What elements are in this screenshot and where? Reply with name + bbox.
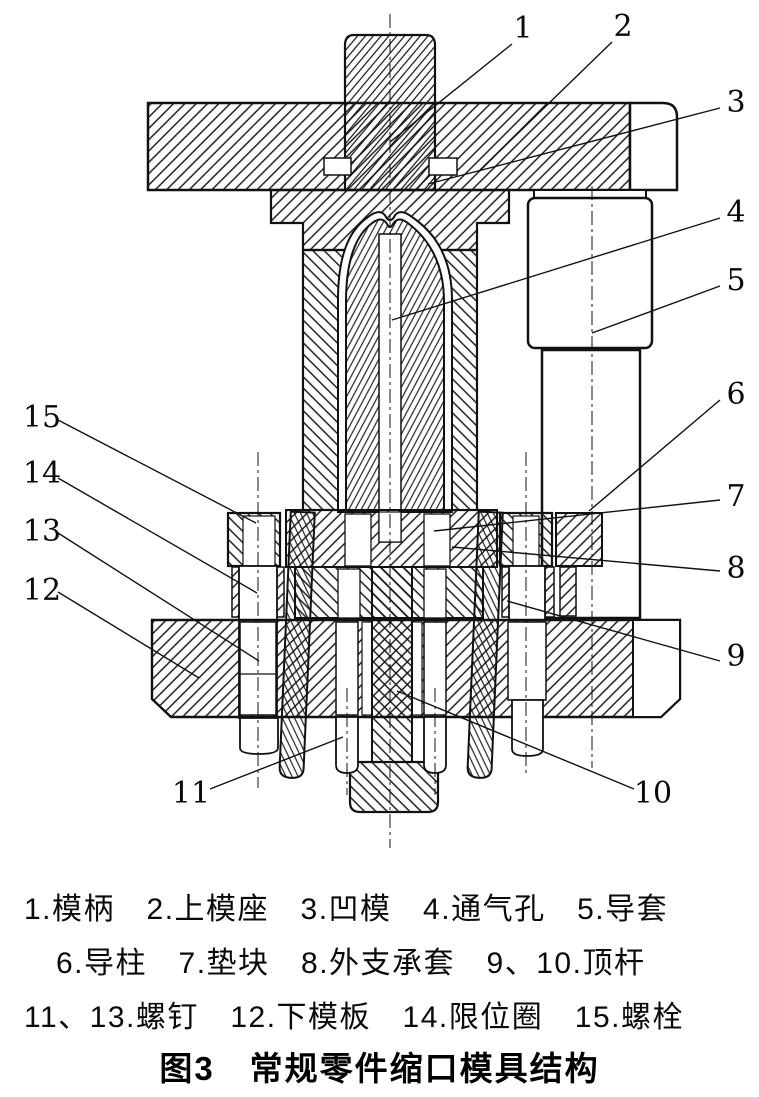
leader-lines bbox=[57, 41, 721, 790]
die-section-drawing: 1 2 3 4 5 6 7 8 9 10 11 12 13 14 15 bbox=[23, 9, 746, 848]
ejector-channel bbox=[423, 513, 451, 567]
bolt-socket bbox=[242, 515, 276, 567]
callout-13: 13 bbox=[23, 514, 61, 549]
axis-lines bbox=[257, 14, 593, 848]
shank-recess-right bbox=[428, 157, 458, 176]
shank-recess-left bbox=[323, 157, 352, 176]
guide-sleeve-seat-end bbox=[628, 101, 679, 192]
callout-4: 4 bbox=[726, 195, 745, 230]
ejector-rod-10-head bbox=[348, 760, 440, 814]
callout-14: 14 bbox=[23, 456, 61, 491]
legend-line-2: 6.导柱 7.垫块 8.外支承套 9、10.顶杆 bbox=[56, 947, 646, 980]
callout-5: 5 bbox=[726, 263, 745, 298]
figure-caption: 图3 常规零件缩口模具结构 bbox=[159, 1050, 600, 1087]
callout-2: 2 bbox=[613, 9, 632, 44]
screw-right bbox=[466, 510, 504, 779]
callout-8: 8 bbox=[726, 551, 745, 586]
ejector-channel bbox=[423, 568, 447, 619]
callout-10: 10 bbox=[634, 776, 672, 811]
callout-12: 12 bbox=[23, 573, 61, 608]
callout-1: 1 bbox=[513, 11, 532, 46]
callout-7: 7 bbox=[726, 479, 745, 514]
die-shank bbox=[343, 33, 437, 192]
callout-15: 15 bbox=[23, 400, 61, 435]
stem-clearance bbox=[361, 621, 373, 716]
callout-6: 6 bbox=[726, 377, 745, 412]
guide-post bbox=[540, 348, 642, 620]
ejector-rod-10-stem bbox=[371, 566, 413, 763]
bolt-end bbox=[239, 717, 279, 755]
ejector-channel bbox=[337, 568, 361, 619]
screw-left bbox=[278, 510, 316, 779]
callout-numbers: 1 2 3 4 5 6 7 8 9 10 11 12 13 14 15 bbox=[23, 9, 746, 811]
guide-post-plate-end bbox=[632, 619, 681, 718]
callout-3: 3 bbox=[726, 85, 745, 120]
legend-line-3: 11、13.螺钉 12.下模板 14.限位圈 15.螺栓 bbox=[24, 1001, 684, 1034]
ejector-channel bbox=[344, 513, 372, 567]
ejector-rod-9-shaft bbox=[508, 565, 546, 621]
rod-channel bbox=[507, 621, 547, 701]
support-ledge-wall bbox=[559, 566, 577, 617]
callout-9: 9 bbox=[726, 639, 745, 674]
callout-11: 11 bbox=[172, 776, 210, 811]
legend-line-1: 1.模柄 2.上模座 3.凹模 4.通气孔 5.导套 bbox=[24, 893, 669, 926]
ejector-rod-9-end bbox=[511, 699, 544, 757]
guide-sleeve bbox=[526, 196, 654, 350]
